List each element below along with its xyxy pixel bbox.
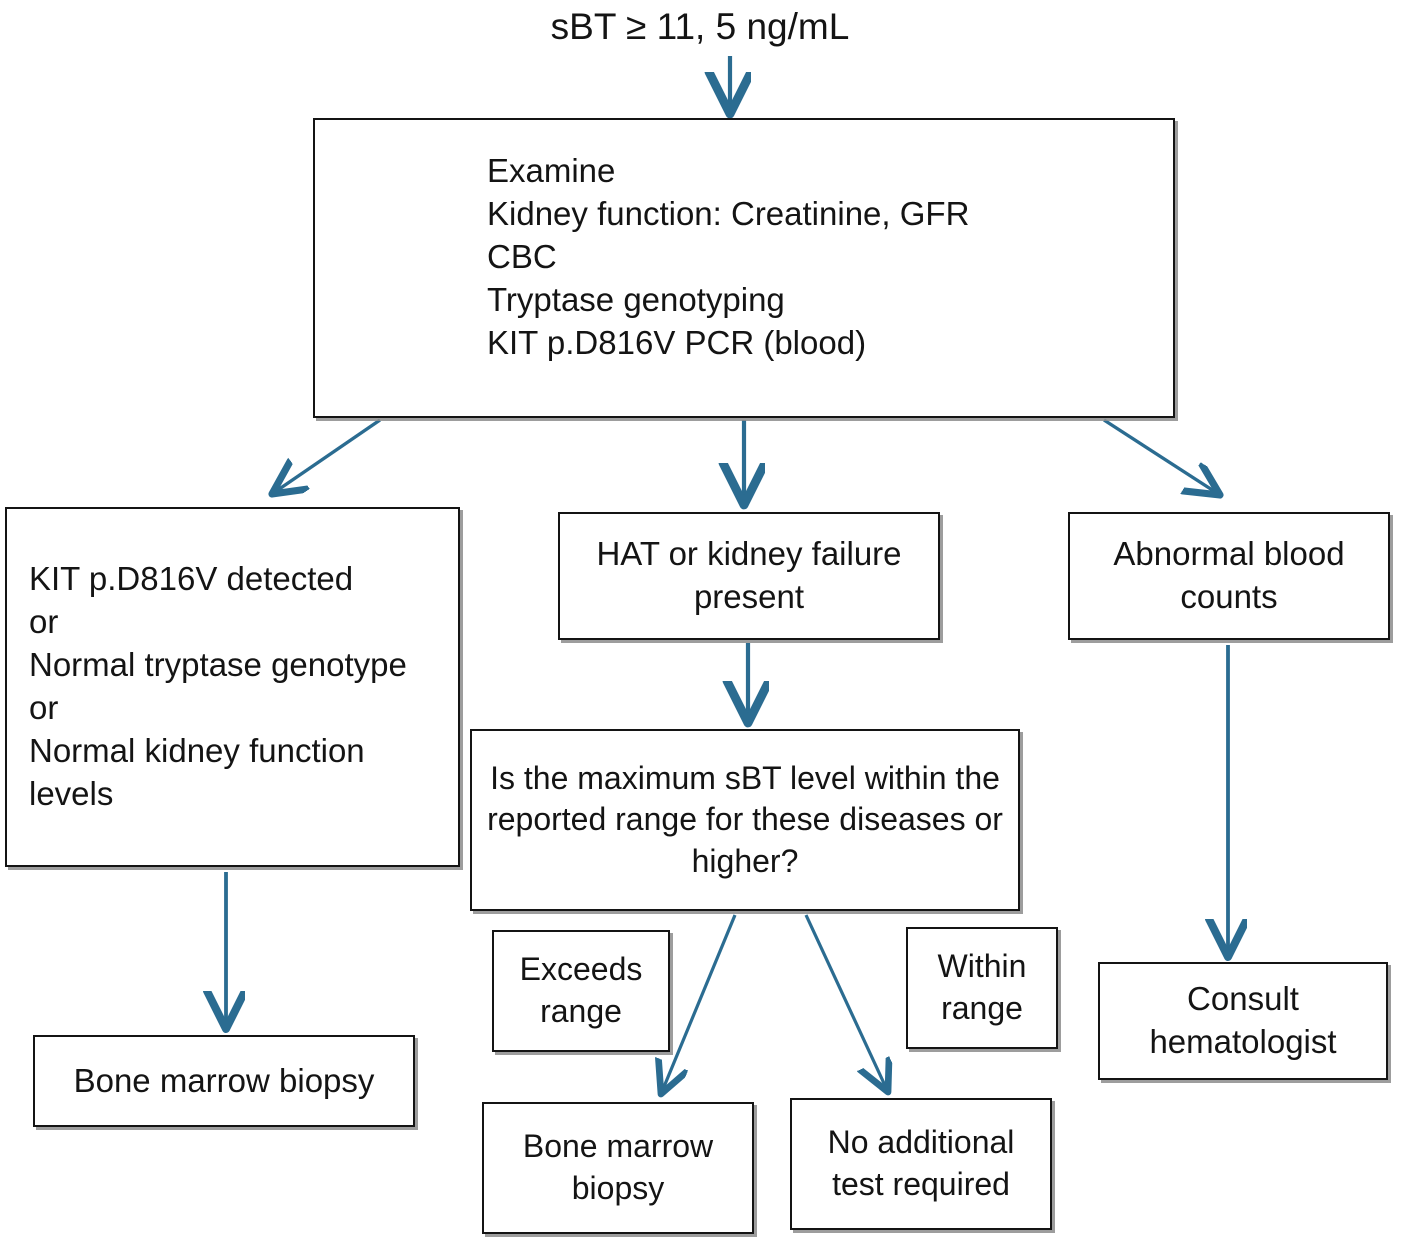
edge-examine-to-abnormal (1103, 418, 1220, 495)
node-examine[interactable]: Examine Kidney function: Creatinine, GFR… (313, 118, 1175, 418)
node-abnormal-blood-counts-label: Abnormal blood counts (1113, 535, 1345, 615)
node-within-range-label: Within range (937, 948, 1027, 1026)
node-bone-marrow-biopsy-mid-label: Bone marrow biopsy (522, 1128, 714, 1206)
node-abnormal-blood-counts[interactable]: Abnormal blood counts (1068, 512, 1390, 640)
node-within-range[interactable]: Within range (906, 927, 1058, 1049)
node-bone-marrow-biopsy-mid[interactable]: Bone marrow biopsy (482, 1102, 754, 1234)
node-kit-detected-label: KIT p.D816V detected or Normal tryptase … (29, 560, 407, 812)
node-hat-or-kidney-failure-label: HAT or kidney failure present (596, 535, 902, 615)
node-question-max-sbt[interactable]: Is the maximum sBT level within the repo… (470, 729, 1020, 911)
edge-examine-to-kit (272, 418, 381, 494)
node-consult-hematologist[interactable]: Consult hematologist (1098, 962, 1388, 1080)
node-question-max-sbt-label: Is the maximum sBT level within the repo… (487, 759, 1003, 879)
node-hat-or-kidney-failure[interactable]: HAT or kidney failure present (558, 512, 940, 640)
node-bone-marrow-biopsy-left-label: Bone marrow biopsy (73, 1061, 375, 1099)
node-bone-marrow-biopsy-left[interactable]: Bone marrow biopsy (33, 1035, 415, 1127)
diagram-title: sBT ≥ 11, 5 ng/mL (550, 6, 850, 47)
edge-question-to-bmb-mid (661, 914, 737, 1094)
node-no-additional-test[interactable]: No additional test required (790, 1098, 1052, 1230)
edge-question-to-noadd (804, 914, 888, 1092)
node-no-additional-test-label: No additional test required (827, 1124, 1015, 1202)
node-kit-detected[interactable]: KIT p.D816V detected or Normal tryptase … (5, 507, 460, 867)
node-exceeds-range[interactable]: Exceeds range (492, 930, 670, 1052)
node-examine-label: Examine Kidney function: Creatinine, GFR… (487, 152, 970, 361)
node-consult-hematologist-label: Consult hematologist (1149, 980, 1337, 1060)
node-exceeds-range-label: Exceeds range (519, 951, 643, 1029)
